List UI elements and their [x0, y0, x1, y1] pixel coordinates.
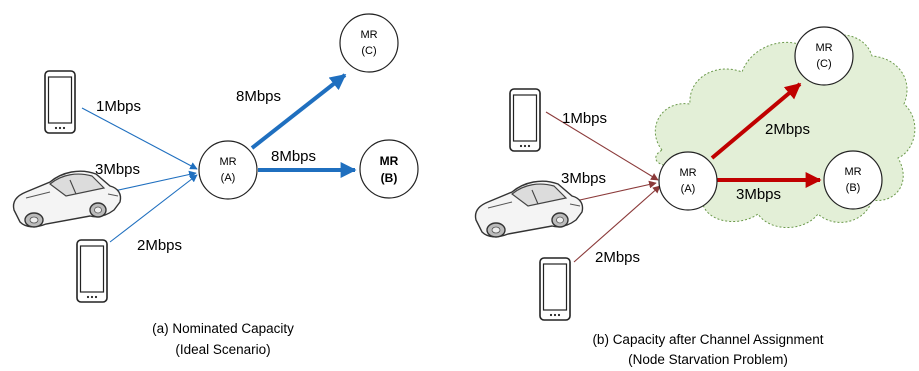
link-a-to-c	[710, 82, 802, 160]
label-a-to-c-rate: 2Mbps	[765, 121, 810, 138]
label-a-to-b-rate: 3Mbps	[736, 186, 781, 203]
panel-b: MR (A) MR (B) MR (C) 1Mbps 3Mbps 2Mbps 2…	[474, 26, 916, 367]
caption-b-line2: (Node Starvation Problem)	[628, 352, 788, 367]
panel-a: MR (A) MR (B) MR (C) 1Mbps 3Mbps 2Mbps 8…	[12, 13, 419, 357]
node-b: MR (B)	[359, 139, 419, 199]
link-phone-bottom-to-a	[573, 185, 661, 263]
svg-text:MR: MR	[360, 29, 377, 41]
caption-a-line1: (a) Nominated Capacity	[152, 321, 294, 336]
phone-icon	[76, 239, 108, 303]
label-phone-top-rate: 1Mbps	[96, 98, 141, 115]
label-phone-top-rate: 1Mbps	[562, 110, 607, 127]
svg-text:(A): (A)	[681, 183, 696, 195]
car-icon	[474, 180, 584, 238]
node-a: MR (A)	[658, 151, 718, 211]
svg-text:(B): (B)	[846, 182, 861, 194]
caption-b-line1: (b) Capacity after Channel Assignment	[592, 332, 823, 347]
label-a-to-c-rate: 8Mbps	[236, 88, 281, 105]
svg-text:(C): (C)	[361, 45, 376, 57]
caption-a-line2: (Ideal Scenario)	[175, 342, 270, 357]
car-icon	[12, 170, 122, 228]
label-phone-bottom-rate: 2Mbps	[137, 237, 182, 254]
link-phone-bottom-to-a	[109, 174, 198, 243]
label-phone-bottom-rate: 2Mbps	[595, 249, 640, 266]
node-c: MR (C)	[339, 13, 399, 73]
link-phone-top-to-a	[545, 111, 659, 181]
node-c: MR (C)	[794, 26, 854, 86]
svg-text:(C): (C)	[816, 58, 831, 70]
label-car-rate: 3Mbps	[95, 161, 140, 178]
node-b: MR (B)	[823, 150, 883, 210]
svg-text:(A): (A)	[221, 172, 236, 184]
svg-text:MR: MR	[844, 166, 861, 178]
phone-icon	[539, 257, 571, 321]
node-a: MR (A)	[198, 140, 258, 200]
link-phone-top-to-a	[81, 107, 198, 170]
svg-text:MR: MR	[679, 167, 696, 179]
svg-text:MR: MR	[380, 154, 399, 168]
phone-icon	[44, 70, 76, 134]
phone-icon	[509, 88, 541, 152]
link-a-to-c	[250, 73, 347, 150]
svg-text:MR: MR	[815, 42, 832, 54]
svg-text:(B): (B)	[381, 171, 398, 185]
label-car-rate: 3Mbps	[561, 170, 606, 187]
svg-text:MR: MR	[219, 156, 236, 168]
label-a-to-b-rate: 8Mbps	[271, 148, 316, 165]
